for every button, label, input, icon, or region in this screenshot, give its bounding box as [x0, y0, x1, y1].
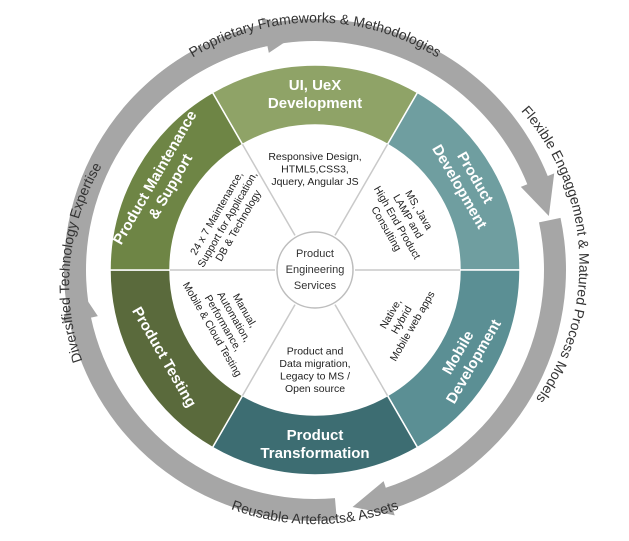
- segment-detail-ui-uex-line: Jquery, Angular JS: [271, 176, 358, 188]
- ring-arrow-1: [122, 19, 555, 217]
- segment-title-ui-uex-line: Development: [268, 95, 362, 112]
- segment-detail-transformation-line: Product and: [287, 346, 344, 358]
- outer-arrow-ring: [62, 17, 567, 521]
- center-line-2: Engineering: [286, 264, 345, 276]
- center-line-3: Services: [294, 280, 337, 292]
- segment-divider: [241, 144, 296, 236]
- segment-title-ui-uex-line: UI, UeX: [289, 77, 342, 94]
- segment-detail-ui-uex-line: Responsive Design,: [268, 151, 361, 163]
- segment-detail-transformation-line: Legacy to MS /: [280, 371, 350, 383]
- segment-title-transformation-line: Transformation: [260, 445, 369, 462]
- segment-detail-transformation-line: Open source: [285, 383, 345, 395]
- segment-divider: [241, 304, 296, 396]
- ring-arrow-4: [63, 17, 303, 305]
- segment-detail-ui-uex: Responsive Design,HTML5,CSS3,Jquery, Ang…: [268, 151, 361, 188]
- center-line-1: Product: [296, 248, 334, 260]
- ring-arrow-2: [352, 217, 567, 516]
- segment-detail-ui-uex-line: HTML5,CSS3,: [281, 163, 349, 175]
- center-hub: Product Engineering Services: [276, 231, 354, 309]
- ring-arrow-3: [62, 282, 337, 521]
- segment-divider: [334, 144, 389, 236]
- segment-divider: [334, 304, 389, 396]
- segment-detail-transformation-line: Data migration,: [279, 358, 350, 370]
- center-circle: [276, 231, 354, 309]
- segment-title-transformation-line: Product: [287, 427, 344, 444]
